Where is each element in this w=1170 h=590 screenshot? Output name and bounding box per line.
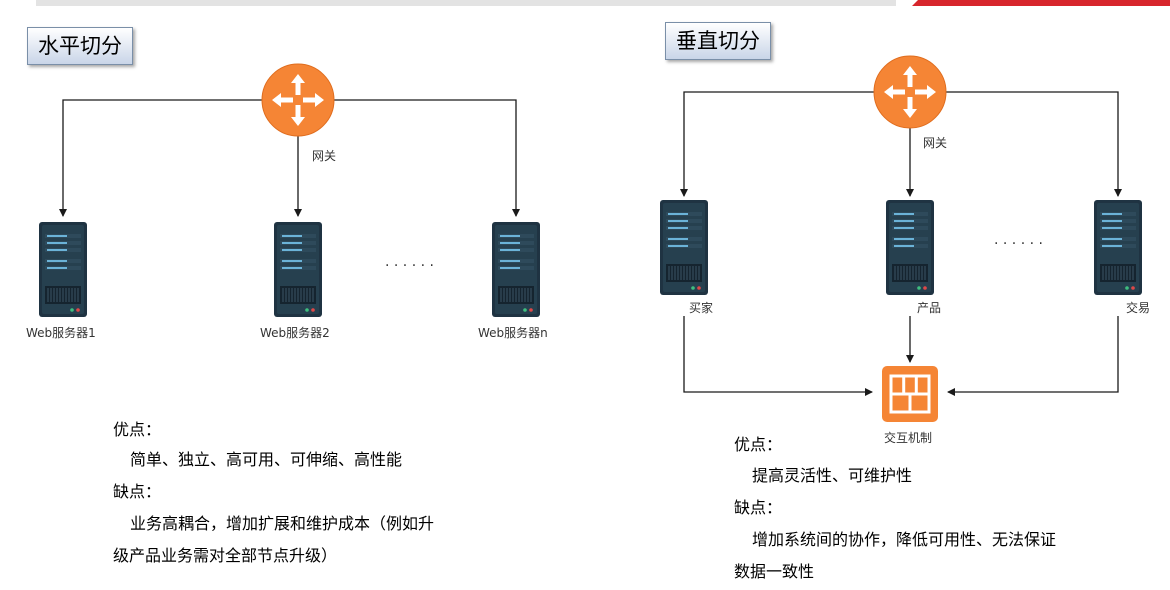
interaction-mechanism-label: 交互机制 — [884, 431, 933, 445]
vertical-cons-heading: 缺点： — [734, 498, 783, 517]
horizontal-gateway-label: 网关 — [312, 149, 337, 163]
web-server-n-label: Web服务器n — [478, 326, 548, 340]
horizontal-gateway-icon — [261, 63, 335, 137]
web-server-2-label: Web服务器2 — [260, 326, 330, 340]
buyer-server-icon — [659, 199, 709, 296]
horizontal-split-title: 水平切分 — [27, 27, 133, 65]
horizontal-pros-heading: 优点： — [113, 420, 162, 439]
web-server-1-label: Web服务器1 — [26, 326, 96, 340]
top-red-accent — [912, 0, 1170, 6]
vertical-gateway-icon — [873, 55, 947, 129]
vertical-connectors — [680, 91, 1122, 396]
top-gray-bar — [36, 0, 896, 6]
buyer-label: 买家 — [689, 301, 714, 315]
horizontal-pros-text: 简单、独立、高可用、可伸缩、高性能 — [130, 450, 403, 469]
vertical-split-title: 垂直切分 — [665, 22, 771, 60]
horizontal-cons-heading: 缺点： — [113, 482, 162, 501]
horizontal-cons-line1: 业务高耦合，增加扩展和维护成本（例如升 — [130, 514, 435, 533]
vertical-cons-line2: 数据一致性 — [734, 562, 815, 581]
vertical-cons-line1: 增加系统间的协作，降低可用性、无法保证 — [752, 530, 1057, 549]
web-server-1-icon — [38, 221, 88, 318]
horizontal-cons-line2: 级产品业务需对全部节点升级） — [113, 546, 338, 565]
web-server-n-icon — [491, 221, 541, 318]
vertical-ellipsis: · · · · · · — [994, 236, 1043, 252]
trade-server-icon — [1093, 199, 1143, 296]
web-server-2-icon — [273, 221, 323, 318]
trade-label: 交易 — [1126, 301, 1151, 315]
vertical-gateway-label: 网关 — [923, 136, 948, 150]
interaction-mechanism-icon — [882, 366, 938, 422]
horizontal-connectors — [59, 99, 520, 217]
product-label: 产品 — [917, 301, 942, 315]
vertical-pros-heading: 优点： — [734, 435, 783, 454]
horizontal-ellipsis: · · · · · · — [385, 258, 434, 274]
product-server-icon — [885, 199, 935, 296]
vertical-pros-text: 提高灵活性、可维护性 — [752, 466, 913, 485]
